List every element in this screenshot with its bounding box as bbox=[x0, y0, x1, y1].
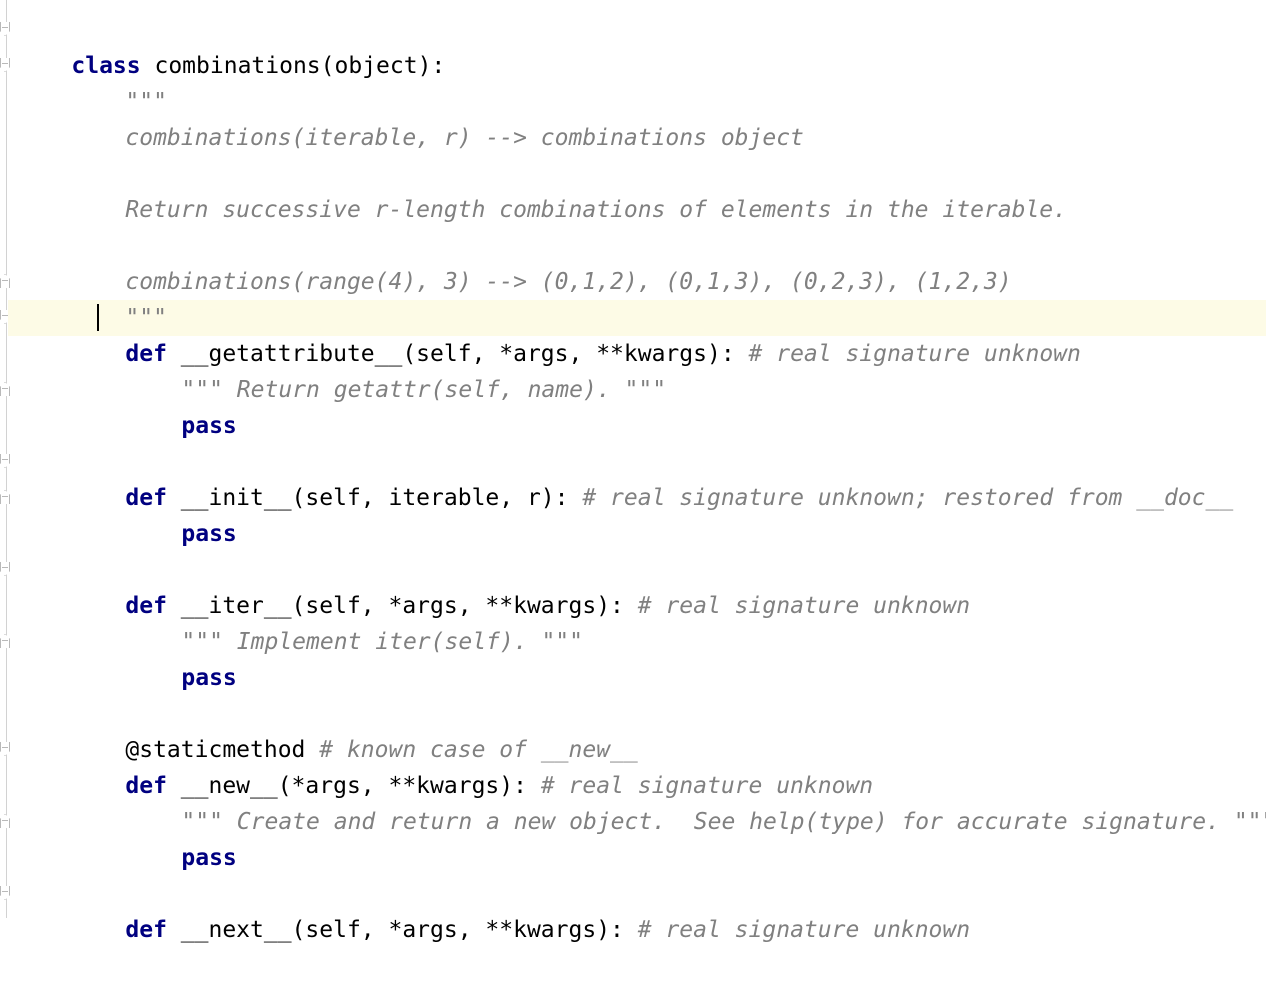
method-docstring-line[interactable]: """ Return getattr(self, name). """ bbox=[126, 336, 666, 403]
code-comment: # real signature unknown bbox=[540, 773, 874, 799]
new-def-line[interactable]: def __new__(*args, **kwargs): # real sig… bbox=[70, 732, 873, 799]
method-docstring-line[interactable]: """ Implement iter(self). """ bbox=[126, 588, 583, 655]
class-keyword: class bbox=[71, 53, 141, 79]
fold-marker-icon[interactable] bbox=[0, 274, 10, 288]
docstring-text: combinations(iterable, r) --> combinatio… bbox=[125, 125, 804, 151]
fold-marker-icon[interactable] bbox=[0, 382, 10, 396]
def-keyword: def bbox=[125, 917, 167, 943]
pass-keyword: pass bbox=[181, 413, 237, 439]
docstring-text: combinations(range(4), 3) --> (0,1,2), (… bbox=[125, 269, 1012, 295]
text-caret bbox=[97, 304, 99, 331]
method-signature: __new__(*args, **kwargs): bbox=[166, 773, 541, 799]
code-comment: # known case of __new__ bbox=[319, 737, 638, 763]
docstring-text: Return successive r-length combinations … bbox=[125, 197, 1067, 223]
docstring-close-line[interactable]: """ bbox=[70, 264, 167, 331]
docstring-close-quotes: """ bbox=[1233, 809, 1266, 835]
def-keyword: def bbox=[125, 773, 167, 799]
current-line-highlight bbox=[8, 300, 1266, 336]
def-keyword: def bbox=[125, 485, 167, 511]
fold-marker-icon[interactable] bbox=[0, 814, 10, 828]
code-comment: # real signature unknown; restored from … bbox=[582, 485, 1234, 511]
class-declaration-line[interactable]: class combinations(object): bbox=[16, 12, 445, 79]
class-signature: combinations(object): bbox=[140, 53, 446, 79]
method-signature: __next__(self, *args, **kwargs): bbox=[166, 917, 638, 943]
fold-marker-icon[interactable] bbox=[0, 22, 10, 36]
docstring-open-quotes: """ bbox=[181, 809, 223, 835]
pass-keyword: pass bbox=[181, 665, 237, 691]
def-keyword: def bbox=[125, 341, 167, 367]
method-docstring-line[interactable]: """ Create and return a new object. See … bbox=[126, 768, 1266, 835]
code-comment: # real signature unknown bbox=[748, 341, 1081, 367]
pass-line[interactable]: pass bbox=[126, 480, 236, 547]
docstring-open-quotes: """ bbox=[181, 629, 223, 655]
fold-marker-icon[interactable] bbox=[0, 562, 10, 576]
docstring-open-quotes: """ bbox=[181, 377, 223, 403]
code-comment: # real signature unknown bbox=[637, 593, 971, 619]
fold-marker-icon[interactable] bbox=[0, 58, 10, 72]
pass-line[interactable]: pass bbox=[126, 372, 236, 439]
getattribute-def-line[interactable]: def __getattribute__(self, *args, **kwar… bbox=[70, 300, 1080, 367]
iter-def-line[interactable]: def __iter__(self, *args, **kwargs): # r… bbox=[70, 552, 970, 619]
code-comment: # real signature unknown bbox=[637, 917, 971, 943]
docstring-line[interactable]: combinations(iterable, r) --> combinatio… bbox=[70, 84, 804, 151]
docstring-close-quotes: """ bbox=[125, 305, 167, 331]
pass-keyword: pass bbox=[181, 521, 237, 547]
fold-marker-icon[interactable] bbox=[0, 886, 10, 900]
decorator: @staticmethod bbox=[125, 737, 320, 763]
docstring-close-quotes: """ bbox=[541, 629, 583, 655]
method-signature: __init__(self, iterable, r): bbox=[166, 485, 583, 511]
docstring-line[interactable]: combinations(range(4), 3) --> (0,1,2), (… bbox=[70, 228, 1011, 295]
pass-line[interactable]: pass bbox=[126, 804, 236, 871]
fold-marker-icon[interactable] bbox=[0, 490, 10, 504]
docstring-close-quotes: """ bbox=[624, 377, 667, 403]
fold-marker-icon[interactable] bbox=[0, 742, 10, 756]
method-signature: __getattribute__(self, *args, **kwargs): bbox=[166, 341, 749, 367]
docstring-text: Return getattr(self, name). bbox=[236, 377, 611, 403]
docstring-line[interactable]: Return successive r-length combinations … bbox=[70, 156, 1067, 223]
docstring-open-quotes: """ bbox=[125, 89, 167, 115]
def-keyword: def bbox=[125, 593, 167, 619]
pass-keyword: pass bbox=[181, 845, 237, 871]
fold-marker-icon[interactable] bbox=[0, 454, 10, 468]
decorator-line[interactable]: @staticmethod # known case of __new__ bbox=[70, 696, 637, 763]
next-def-line[interactable]: def __next__(self, *args, **kwargs): # r… bbox=[70, 876, 970, 943]
method-signature: __iter__(self, *args, **kwargs): bbox=[166, 593, 638, 619]
code-editor[interactable]: class combinations(object): """ combinat… bbox=[0, 0, 1266, 943]
docstring-text: Implement iter(self). bbox=[236, 629, 528, 655]
fold-marker-icon[interactable] bbox=[0, 634, 10, 648]
docstring-text: Create and return a new object. See help… bbox=[236, 809, 1220, 835]
init-def-line[interactable]: def __init__(self, iterable, r): # real … bbox=[70, 444, 1233, 511]
pass-line[interactable]: pass bbox=[126, 624, 236, 691]
docstring-open-line[interactable]: """ bbox=[70, 48, 167, 115]
